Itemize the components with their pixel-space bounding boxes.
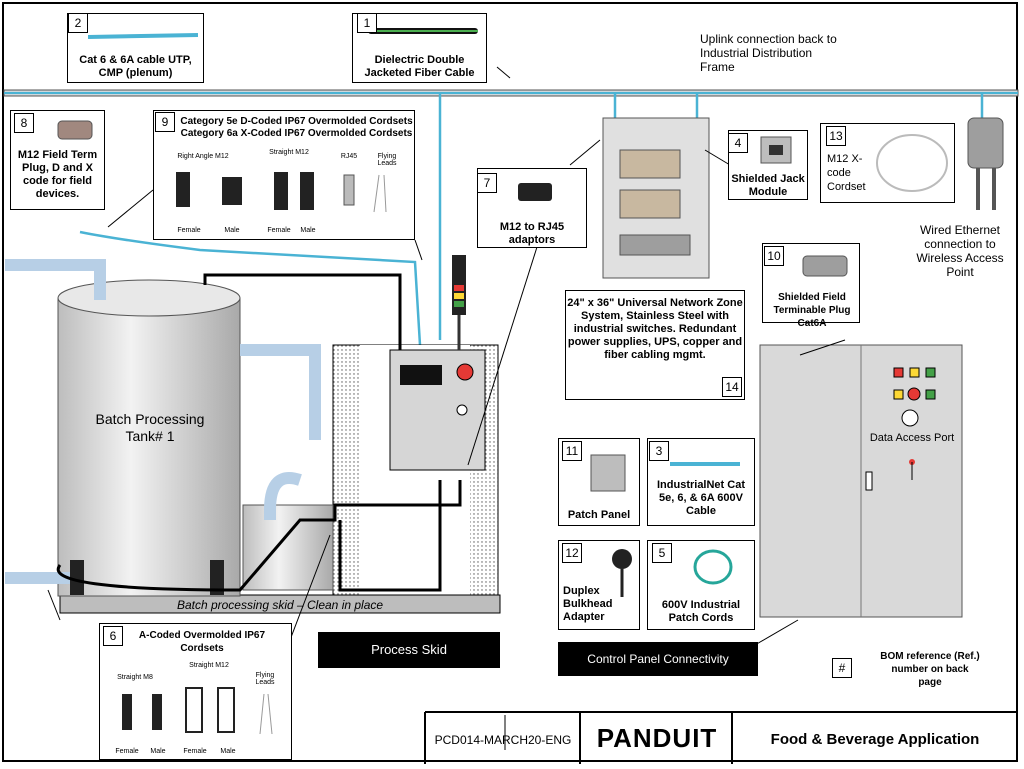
m12-plug-icon — [57, 120, 93, 140]
process-skid-banner: Process Skid — [318, 632, 500, 668]
callout-9-label2: Category 6a X-Coded IP67 Overmolded Cord… — [180, 128, 413, 139]
control-panel-banner: Control Panel Connectivity — [558, 642, 758, 676]
callout-5-label: 600V Industrial Patch Cords — [661, 599, 741, 624]
callout-13-label: M12 X-code Cordset — [827, 153, 866, 193]
data-access-port-label: Data Access Port — [869, 432, 955, 444]
field-plug-icon — [802, 255, 848, 277]
bom-text: BOM reference (Ref.) number on back page — [880, 651, 980, 688]
patch-panel-icon — [590, 454, 626, 492]
callout-1-number: 1 — [357, 13, 377, 33]
straight-m12-label: Straight M12 — [189, 662, 229, 669]
wireless-ap — [967, 117, 1004, 169]
male-label: Male — [224, 227, 240, 234]
callout-5-number: 5 — [652, 543, 672, 563]
female-label-2: Female — [183, 748, 207, 755]
uplink-label: Uplink connection back to Industrial Dis… — [700, 32, 837, 74]
female-label: Female — [115, 748, 139, 755]
right-angle-label: Right Angle M12 — [177, 153, 229, 160]
callout-11-label: Patch Panel — [567, 509, 631, 521]
callout-6-label: A-Coded Overmolded IP67 Cordsets — [138, 630, 266, 654]
a-coded-cordsets-icon — [122, 687, 273, 735]
callout-4-number: 4 — [728, 133, 748, 153]
male-label: Male — [150, 748, 166, 755]
callout-12: Duplex Bulkhead Adapter — [558, 540, 640, 630]
callout-10-label: Shielded Field Terminable Plug Cat6A — [773, 292, 851, 329]
bulkhead-adapter-icon — [612, 549, 632, 597]
callout-6-number: 6 — [103, 626, 123, 646]
panduit-logo: PANDUIT — [596, 723, 718, 753]
app-title: Food & Beverage Application — [770, 731, 980, 748]
skid-base — [59, 594, 501, 614]
m12-rj45-adaptor-icon — [518, 183, 552, 201]
callout-2-number: 2 — [68, 13, 88, 33]
cat6-cable-icon — [88, 33, 198, 39]
callout-12-label: Duplex Bulkhead Adapter — [563, 585, 613, 623]
female-label: Female — [177, 227, 201, 234]
callout-8: M12 Field Term Plug, D and X code for fi… — [10, 110, 105, 210]
callout-4-label: Shielded Jack Module — [731, 173, 805, 198]
rj45-label: RJ45 — [340, 153, 358, 160]
doc-id: PCD014-MARCH20-ENG — [434, 733, 572, 747]
callout-14: 24" x 36" Universal Network Zone System,… — [565, 290, 745, 400]
callout-11-number: 11 — [562, 441, 582, 461]
callout-2: Cat 6 & 6A cable UTP, CMP (plenum) — [67, 13, 204, 83]
callout-1-label: Dielectric Double Jacketed Fiber Cable — [364, 54, 475, 79]
callout-14-number: 14 — [722, 377, 742, 397]
fiber-cable-icon — [368, 28, 478, 34]
flying-leads-label: Flying Leads — [255, 672, 275, 686]
bom-symbol: # — [832, 658, 852, 678]
female-label-2: Female — [267, 227, 291, 234]
cordsets-icon — [176, 172, 387, 213]
male-label-2: Male — [300, 227, 316, 234]
callout-13-number: 13 — [826, 126, 846, 146]
batch-tank — [57, 297, 241, 597]
male-label-2: Male — [220, 748, 236, 755]
callout-8-label: M12 Field Term Plug, D and X code for fi… — [17, 149, 98, 200]
patch-cord-icon — [693, 549, 733, 585]
callout-6: A-Coded Overmolded IP67 Cordsets Straigh… — [99, 623, 292, 760]
callout-12-number: 12 — [562, 543, 582, 563]
wired-ethernet-label: Wired Ethernet connection to Wireless Ac… — [916, 223, 1004, 279]
tank-label: Batch Processing Tank# 1 — [95, 411, 205, 444]
callout-14-label: 24" x 36" Universal Network Zone System,… — [567, 297, 743, 361]
callout-7-label: M12 to RJ45 adaptors — [499, 221, 565, 246]
callout-1: Dielectric Double Jacketed Fiber Cable — [352, 13, 487, 83]
flying-leads-label: Flying Leads — [377, 153, 397, 167]
callout-9-label1: Category 5e D-Coded IP67 Overmolded Cord… — [180, 116, 413, 127]
callout-9-number: 9 — [155, 112, 175, 132]
industrialnet-cable-icon — [670, 462, 740, 466]
callout-10-number: 10 — [764, 246, 784, 266]
m12-xcode-cordset-icon — [876, 134, 948, 192]
straight-m8-label: Straight M8 — [117, 674, 153, 681]
skid-label: Batch processing skid – Clean in place — [176, 598, 384, 612]
callout-3-number: 3 — [649, 441, 669, 461]
jack-module-icon — [760, 136, 792, 164]
callout-7-number: 7 — [477, 173, 497, 193]
callout-3-label: IndustrialNet Cat 5e, 6, & 6A 600V Cable — [656, 479, 745, 517]
straight-m12-label: Straight M12 — [269, 149, 309, 156]
callout-2-label: Cat 6 & 6A cable UTP, CMP (plenum) — [79, 54, 192, 79]
callout-8-number: 8 — [14, 113, 34, 133]
callout-9: Category 5e D-Coded IP67 Overmolded Cord… — [153, 110, 415, 240]
